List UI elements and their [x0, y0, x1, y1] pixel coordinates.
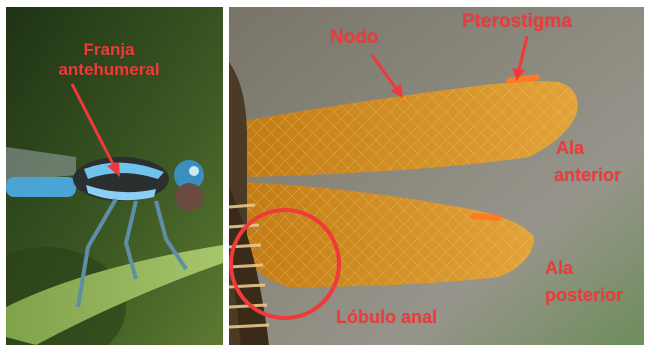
- arrow-nodo: [372, 55, 397, 90]
- label-franja-line1: Franja: [24, 40, 194, 60]
- arrow-franja-head: [107, 162, 120, 177]
- lobulo-anal-circle: [231, 210, 339, 318]
- label-ala-anterior-line2: anterior: [554, 165, 621, 185]
- label-ala-posterior-line1: Ala: [545, 258, 573, 278]
- arrow-pterostigma: [519, 36, 527, 70]
- label-lobulo-anal: Lóbulo anal: [336, 307, 437, 327]
- label-nodo: Nodo: [330, 28, 379, 48]
- label-pterostigma: Pterostigma: [462, 12, 572, 32]
- arrow-franja: [72, 84, 115, 168]
- label-franja-antehumeral: Franja antehumeral: [24, 40, 194, 80]
- label-ala-anterior-line1: Ala: [556, 138, 584, 158]
- arrow-pterostigma-head: [512, 68, 525, 80]
- label-ala-posterior-line2: posterior: [545, 285, 623, 305]
- label-franja-line2: antehumeral: [24, 60, 194, 80]
